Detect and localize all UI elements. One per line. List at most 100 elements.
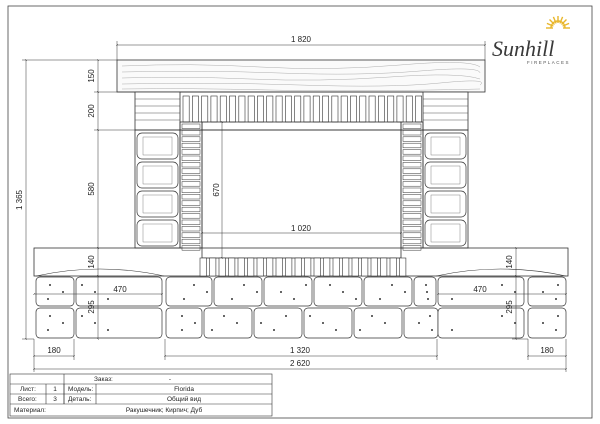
lintel-brick <box>387 95 395 123</box>
stone-speckle <box>417 321 420 324</box>
plinth-brick <box>266 257 274 277</box>
stone-speckle <box>383 321 386 324</box>
shell-stone-face <box>142 136 173 156</box>
lintel-brick <box>303 95 311 123</box>
dim-total-width: 2 620 <box>290 359 311 368</box>
stone-speckle <box>304 283 307 286</box>
logo-name: Sunhill <box>492 36 554 61</box>
dim-column-height: 580 <box>87 182 96 196</box>
stone-speckle <box>542 290 545 293</box>
stone-speckle <box>62 290 65 293</box>
jamb-brick <box>181 187 201 193</box>
jamb-brick <box>402 181 422 187</box>
stone-speckle <box>205 290 208 293</box>
stone-speckle <box>242 283 245 286</box>
lintel-brick <box>238 95 246 123</box>
sheet-label: Лист: <box>20 386 36 393</box>
stone-speckle <box>193 321 196 324</box>
jamb-brick <box>181 181 201 187</box>
jamb-brick <box>402 174 422 181</box>
lintel-brick <box>415 95 422 123</box>
jamb-brick <box>402 130 422 136</box>
lintel-brick <box>257 95 264 123</box>
plinth-brick <box>313 257 321 277</box>
stone-speckle <box>403 290 406 293</box>
stone-speckle <box>500 283 503 286</box>
model-value: Florida <box>174 386 194 393</box>
stone-speckle <box>81 283 84 286</box>
stone-speckle <box>47 297 50 300</box>
base-stone <box>413 276 437 307</box>
stone-speckle <box>370 314 373 317</box>
dim-right-leg: 180 <box>540 346 554 355</box>
sun-ray <box>549 19 555 25</box>
dim-top-width: 1 820 <box>291 35 312 44</box>
sun-ray <box>546 22 554 27</box>
base-stones <box>35 276 567 339</box>
dim-right-side: 470 <box>473 285 487 294</box>
model-label: Модель: <box>68 386 93 393</box>
jamb-brick <box>181 130 201 136</box>
stone-speckle <box>62 321 65 324</box>
total-label: Всего: <box>18 396 37 403</box>
stone-speckle <box>230 297 233 300</box>
stone-speckle <box>210 328 213 331</box>
base-stone <box>35 307 75 339</box>
stone-speckle <box>328 283 331 286</box>
stone-speckle <box>94 321 97 324</box>
dim-left-base-height: 295 <box>87 300 96 314</box>
stone-speckle <box>284 314 287 317</box>
stone-speckle <box>514 321 517 324</box>
plinth-brick <box>247 257 255 277</box>
lintel-brick <box>266 95 274 123</box>
right-column-stones <box>424 132 467 247</box>
shell-stone-face <box>142 194 173 214</box>
stone-speckle <box>450 297 453 300</box>
jamb-brick <box>402 136 422 142</box>
stone-speckle <box>279 290 282 293</box>
sheet-frame <box>7 5 593 419</box>
plinth-brick <box>218 257 226 277</box>
total-value: 3 <box>53 396 57 403</box>
jamb-brick <box>402 123 422 129</box>
jamb-brick <box>181 174 201 181</box>
stone-speckle <box>81 314 84 317</box>
sunhill-logo: Sunhill FIREPLACES <box>492 16 570 65</box>
shell-stone <box>136 190 179 218</box>
sun-icon <box>546 16 570 29</box>
shell-stone-face <box>430 136 461 156</box>
stone-speckle <box>425 290 428 293</box>
sun-ray <box>552 16 557 24</box>
lintel-brick <box>405 95 413 123</box>
base-stone <box>527 307 567 339</box>
stone-speckle <box>354 297 357 300</box>
lintel-brick <box>182 95 190 123</box>
lintel-brick <box>377 95 385 123</box>
jamb-brick <box>181 149 201 155</box>
stone-speckle <box>107 297 110 300</box>
jamb-brick <box>181 155 201 161</box>
jamb-brick <box>402 155 422 161</box>
shell-stone-face <box>430 223 461 243</box>
lintel-brick <box>284 95 292 123</box>
jamb-brick <box>181 206 201 213</box>
sheet-value: 1 <box>53 386 57 393</box>
stone-speckle <box>192 283 195 286</box>
lintel-brick <box>359 95 367 123</box>
base-stone <box>363 276 413 307</box>
shell-stone-face <box>142 165 173 185</box>
plinth-brick <box>399 257 407 277</box>
plinth-brick <box>237 257 245 277</box>
plinth-brick <box>342 257 350 277</box>
shell-stone <box>136 161 179 189</box>
order-label: Заказ: <box>94 376 113 383</box>
stone-speckle <box>94 290 97 293</box>
plinth-brick <box>323 257 331 277</box>
detail-value: Общий вид <box>167 395 201 403</box>
base-stone <box>35 276 75 307</box>
lintel-brick <box>340 95 348 123</box>
jamb-brick <box>181 238 201 245</box>
base-stone <box>253 307 303 339</box>
shell-stone <box>136 219 179 247</box>
lintel-brick <box>312 95 320 123</box>
